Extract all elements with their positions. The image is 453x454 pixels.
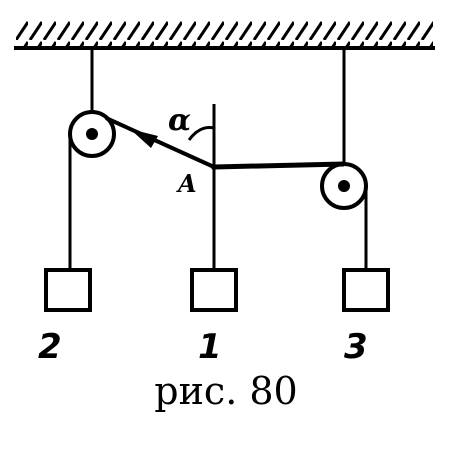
angle-arc (187, 126, 215, 141)
mass-3-label: 3 (344, 327, 368, 367)
figure-caption: рис. 80 (154, 369, 297, 413)
angle-label: α (168, 103, 191, 138)
point-a-label: A (176, 169, 197, 198)
mass-3-box (342, 268, 390, 312)
left-pulley-axle (86, 128, 98, 140)
mass-2-label: 2 (38, 327, 62, 367)
tension-arrow-left (130, 129, 158, 148)
rope-a-to-left-pulley (105, 116, 215, 169)
point-a (211, 164, 217, 170)
mass-2-box (44, 268, 92, 312)
rope-a-to-right-pulley (213, 161, 345, 170)
mass-1-label: 1 (198, 327, 222, 367)
ceiling (14, 20, 435, 50)
mass-1-box (190, 268, 238, 312)
right-pulley (320, 162, 368, 210)
ceiling-hatching (16, 20, 433, 46)
right-pulley-axle (338, 180, 350, 192)
left-pulley (68, 110, 116, 158)
